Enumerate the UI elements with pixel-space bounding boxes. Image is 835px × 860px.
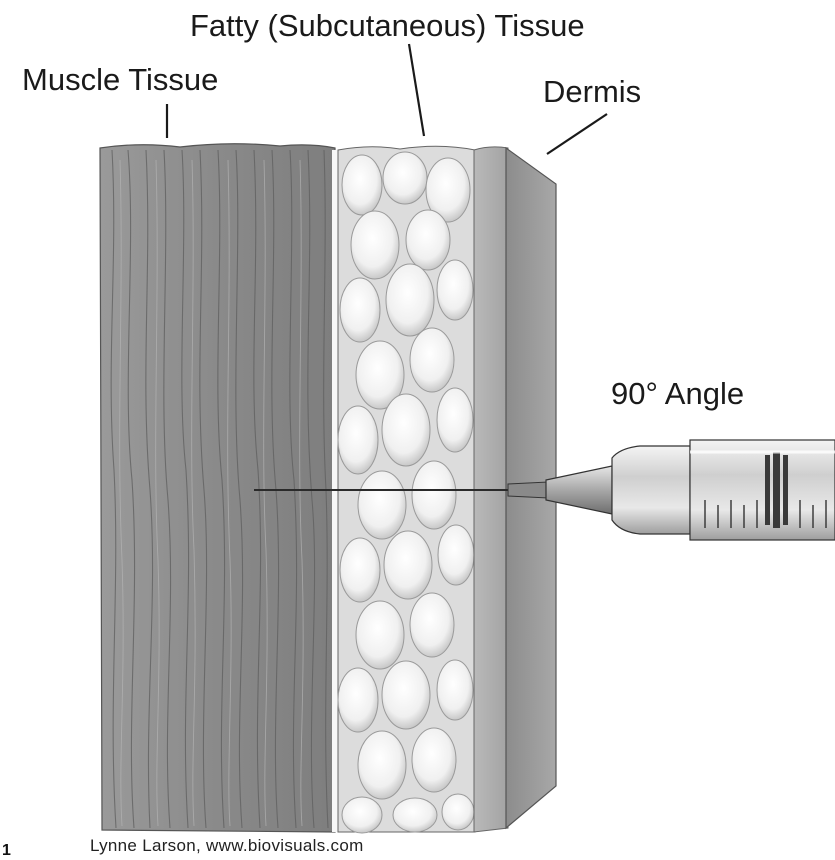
fatty-tissue-label: Fatty (Subcutaneous) Tissue xyxy=(190,10,585,41)
needle-hub-tip xyxy=(508,482,548,498)
muscle-layer xyxy=(100,144,335,832)
plunger-seal xyxy=(765,452,788,528)
dermis-label: Dermis xyxy=(543,76,641,107)
syringe-tip-collar xyxy=(612,446,690,534)
muscle-tissue-label: Muscle Tissue xyxy=(22,64,218,95)
fatty-leader-line xyxy=(409,44,424,136)
illustration-credit: Lynne Larson, www.biovisuals.com xyxy=(90,837,364,854)
dermis-leader-line xyxy=(547,114,607,154)
figure-number: 1 xyxy=(2,843,11,859)
injection-angle-label: 90° Angle xyxy=(611,378,744,409)
leader-lines xyxy=(167,44,607,154)
